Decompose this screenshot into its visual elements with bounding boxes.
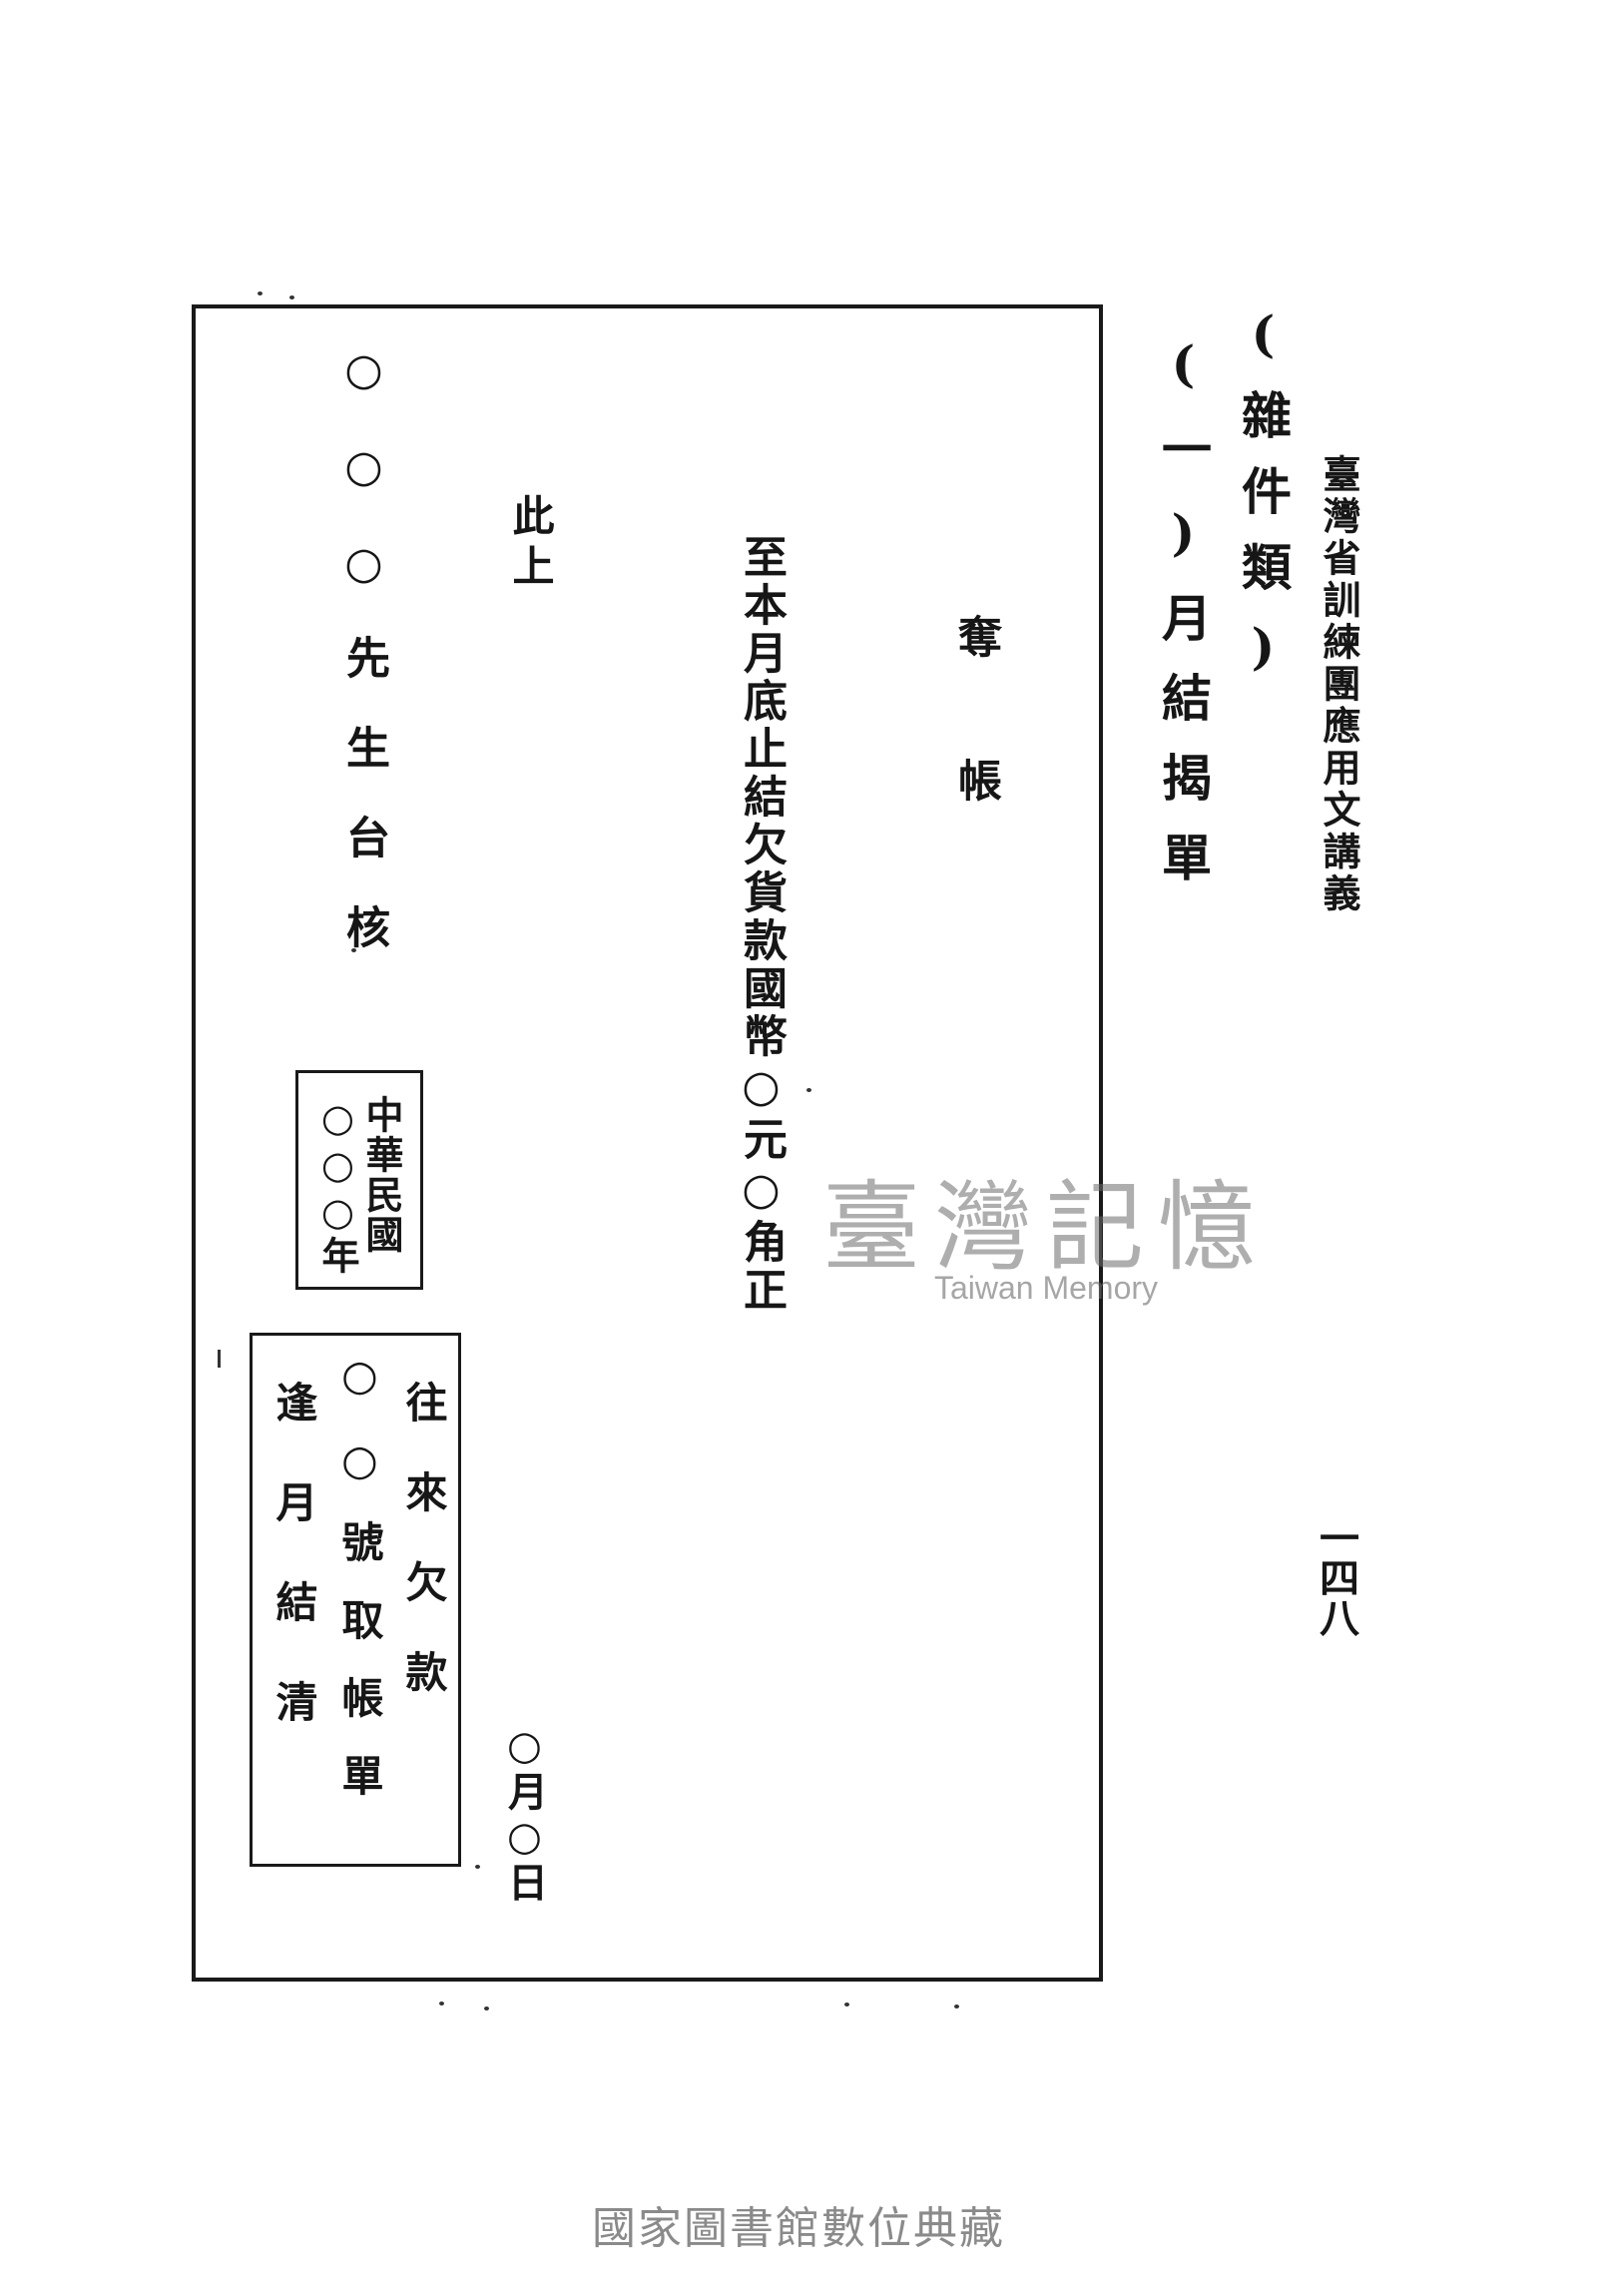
form-frame	[192, 304, 1103, 1982]
date-label: ○月○日	[501, 1722, 548, 1904]
scan-speck	[475, 1865, 480, 1869]
scan-speck	[351, 948, 356, 952]
year-box-left-column: ○○○年	[315, 1095, 360, 1276]
watermark-english-text: Taiwan Memory	[933, 1270, 1159, 1306]
scan-speck	[954, 2005, 959, 2009]
running-title: 臺灣省訓練團應用文講義	[1317, 454, 1361, 915]
footer-source: 國家圖書館數位典藏	[592, 2203, 1005, 2254]
ledger-box-left-column: 逢月結清	[269, 1381, 318, 1780]
body-text: 至本月底止結欠貨款國幣○元○角正	[736, 534, 787, 1315]
ledger-box-middle-column: ○○號取帳單	[335, 1351, 384, 1832]
scan-speck	[806, 1088, 811, 1092]
scan-speck	[218, 1350, 221, 1368]
scan-speck	[289, 295, 294, 299]
addressee-text: 奪帳	[950, 614, 1001, 901]
ledger-box: 逢月結清 ○○號取帳單 往來欠款	[250, 1333, 461, 1867]
recipient-text: ○○○先生台核	[338, 344, 389, 994]
ledger-box-right-column: 往來欠款	[399, 1381, 448, 1740]
scan-speck	[844, 2003, 849, 2007]
item-title: (一)月結揭單	[1154, 334, 1213, 911]
year-box: ○○○年 中華民國	[295, 1070, 423, 1290]
taiwan-memory-watermark: 臺灣記憶 Taiwan Memory	[797, 1148, 1296, 1328]
scan-speck	[439, 2002, 444, 2006]
closing-text: 此上	[506, 494, 555, 594]
scan-speck	[258, 291, 263, 295]
year-box-right-column: 中華民國	[359, 1095, 404, 1255]
section-category: (雜件類)	[1234, 304, 1293, 702]
scan-speck	[484, 2007, 489, 2010]
watermark-chinese-text: 臺灣記憶	[821, 1171, 1270, 1285]
page-number: 一四八	[1313, 1517, 1359, 1637]
